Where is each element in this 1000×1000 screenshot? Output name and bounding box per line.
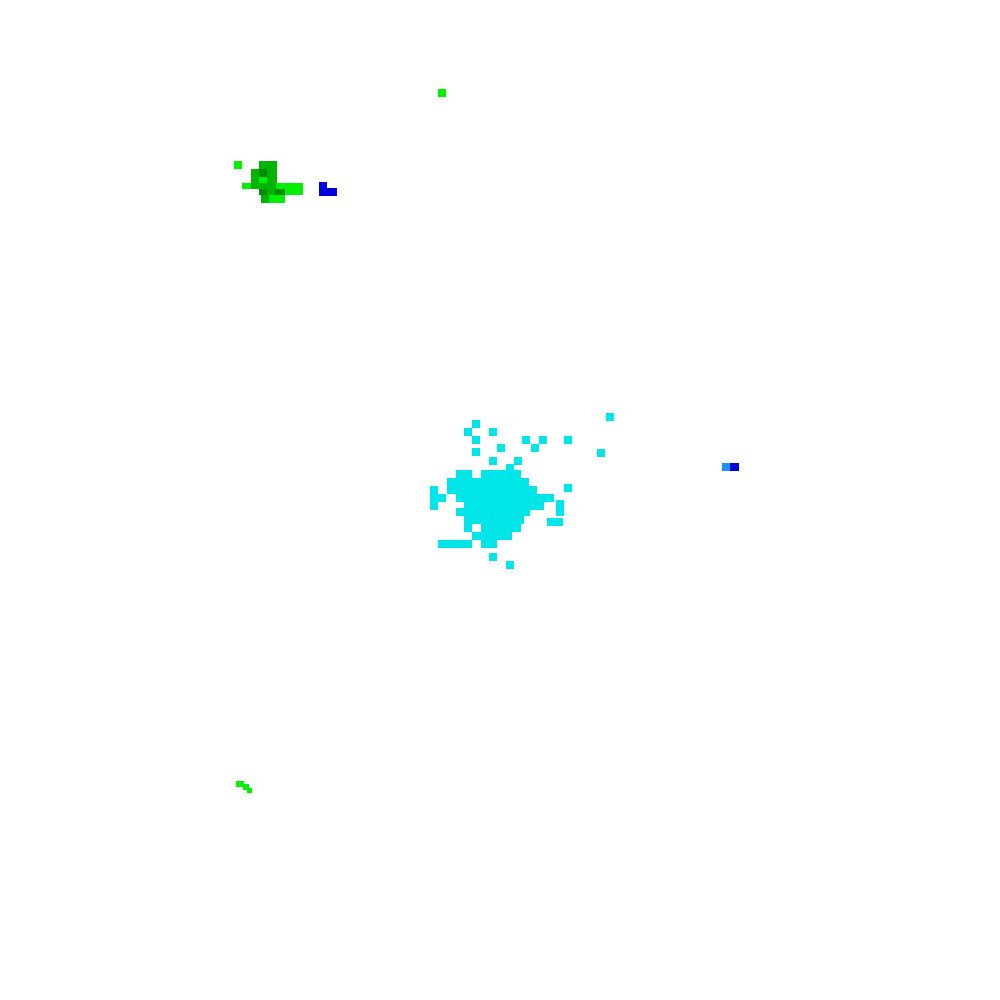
cyan-cell — [464, 428, 472, 436]
cyan-cell — [472, 420, 480, 428]
cyan-cell — [556, 508, 564, 516]
green-cell — [251, 183, 285, 189]
green-cell — [261, 195, 269, 203]
green-cell — [251, 169, 259, 177]
cyan-cell — [472, 436, 480, 444]
lone-green-cell — [438, 89, 446, 97]
cyan-cell — [506, 464, 514, 472]
cyan-cell — [489, 553, 497, 561]
cyan-cell — [464, 524, 472, 532]
cyan-cell — [456, 508, 530, 516]
green-cell — [276, 183, 303, 189]
cyan-cell — [430, 486, 438, 494]
blue-cell — [327, 188, 337, 196]
cyan-cell — [438, 540, 472, 548]
green-cell — [234, 161, 242, 169]
cyan-cell — [472, 448, 480, 456]
cyan-cell — [481, 470, 521, 478]
cyan-cell — [539, 436, 547, 444]
blue-cell — [319, 182, 327, 196]
cyan-cell — [522, 436, 530, 444]
cyan-cell — [430, 494, 446, 502]
cyan-cell — [489, 428, 497, 436]
cyan-cell — [430, 502, 438, 510]
cyan-cell — [472, 532, 512, 540]
green-cell — [259, 177, 267, 185]
blue-cell — [730, 463, 739, 471]
green-fragment-cell — [236, 781, 244, 787]
green-cell — [285, 189, 303, 195]
cyan-cell — [531, 444, 539, 452]
green-cell — [242, 183, 252, 189]
green-fragment-cell — [243, 784, 249, 790]
green-cell — [267, 189, 275, 195]
cyan-cell — [447, 478, 529, 486]
green-cell — [269, 195, 285, 203]
cyan-cell — [464, 502, 544, 510]
cyan-cell — [547, 518, 563, 526]
cyan-cell — [564, 436, 572, 444]
azure-cell — [722, 463, 730, 471]
green-fragment-cell — [247, 788, 252, 793]
cyan-cell — [514, 457, 522, 465]
cyan-cell — [481, 540, 497, 548]
cyan-cell — [497, 444, 505, 452]
cyan-cell — [447, 486, 537, 494]
cyan-cell — [556, 500, 564, 508]
cyan-cell — [564, 484, 572, 492]
green-cell — [267, 169, 277, 177]
cyan-cell — [506, 561, 514, 569]
green-cell — [259, 169, 267, 177]
cyan-cell — [464, 516, 524, 524]
cyan-cell — [489, 457, 497, 465]
green-cell — [259, 161, 277, 169]
cyan-cell — [606, 413, 614, 421]
cyan-cell — [456, 494, 554, 502]
cyan-cell — [456, 470, 472, 478]
cyan-cell — [597, 449, 605, 457]
cyan-cell — [481, 524, 521, 532]
